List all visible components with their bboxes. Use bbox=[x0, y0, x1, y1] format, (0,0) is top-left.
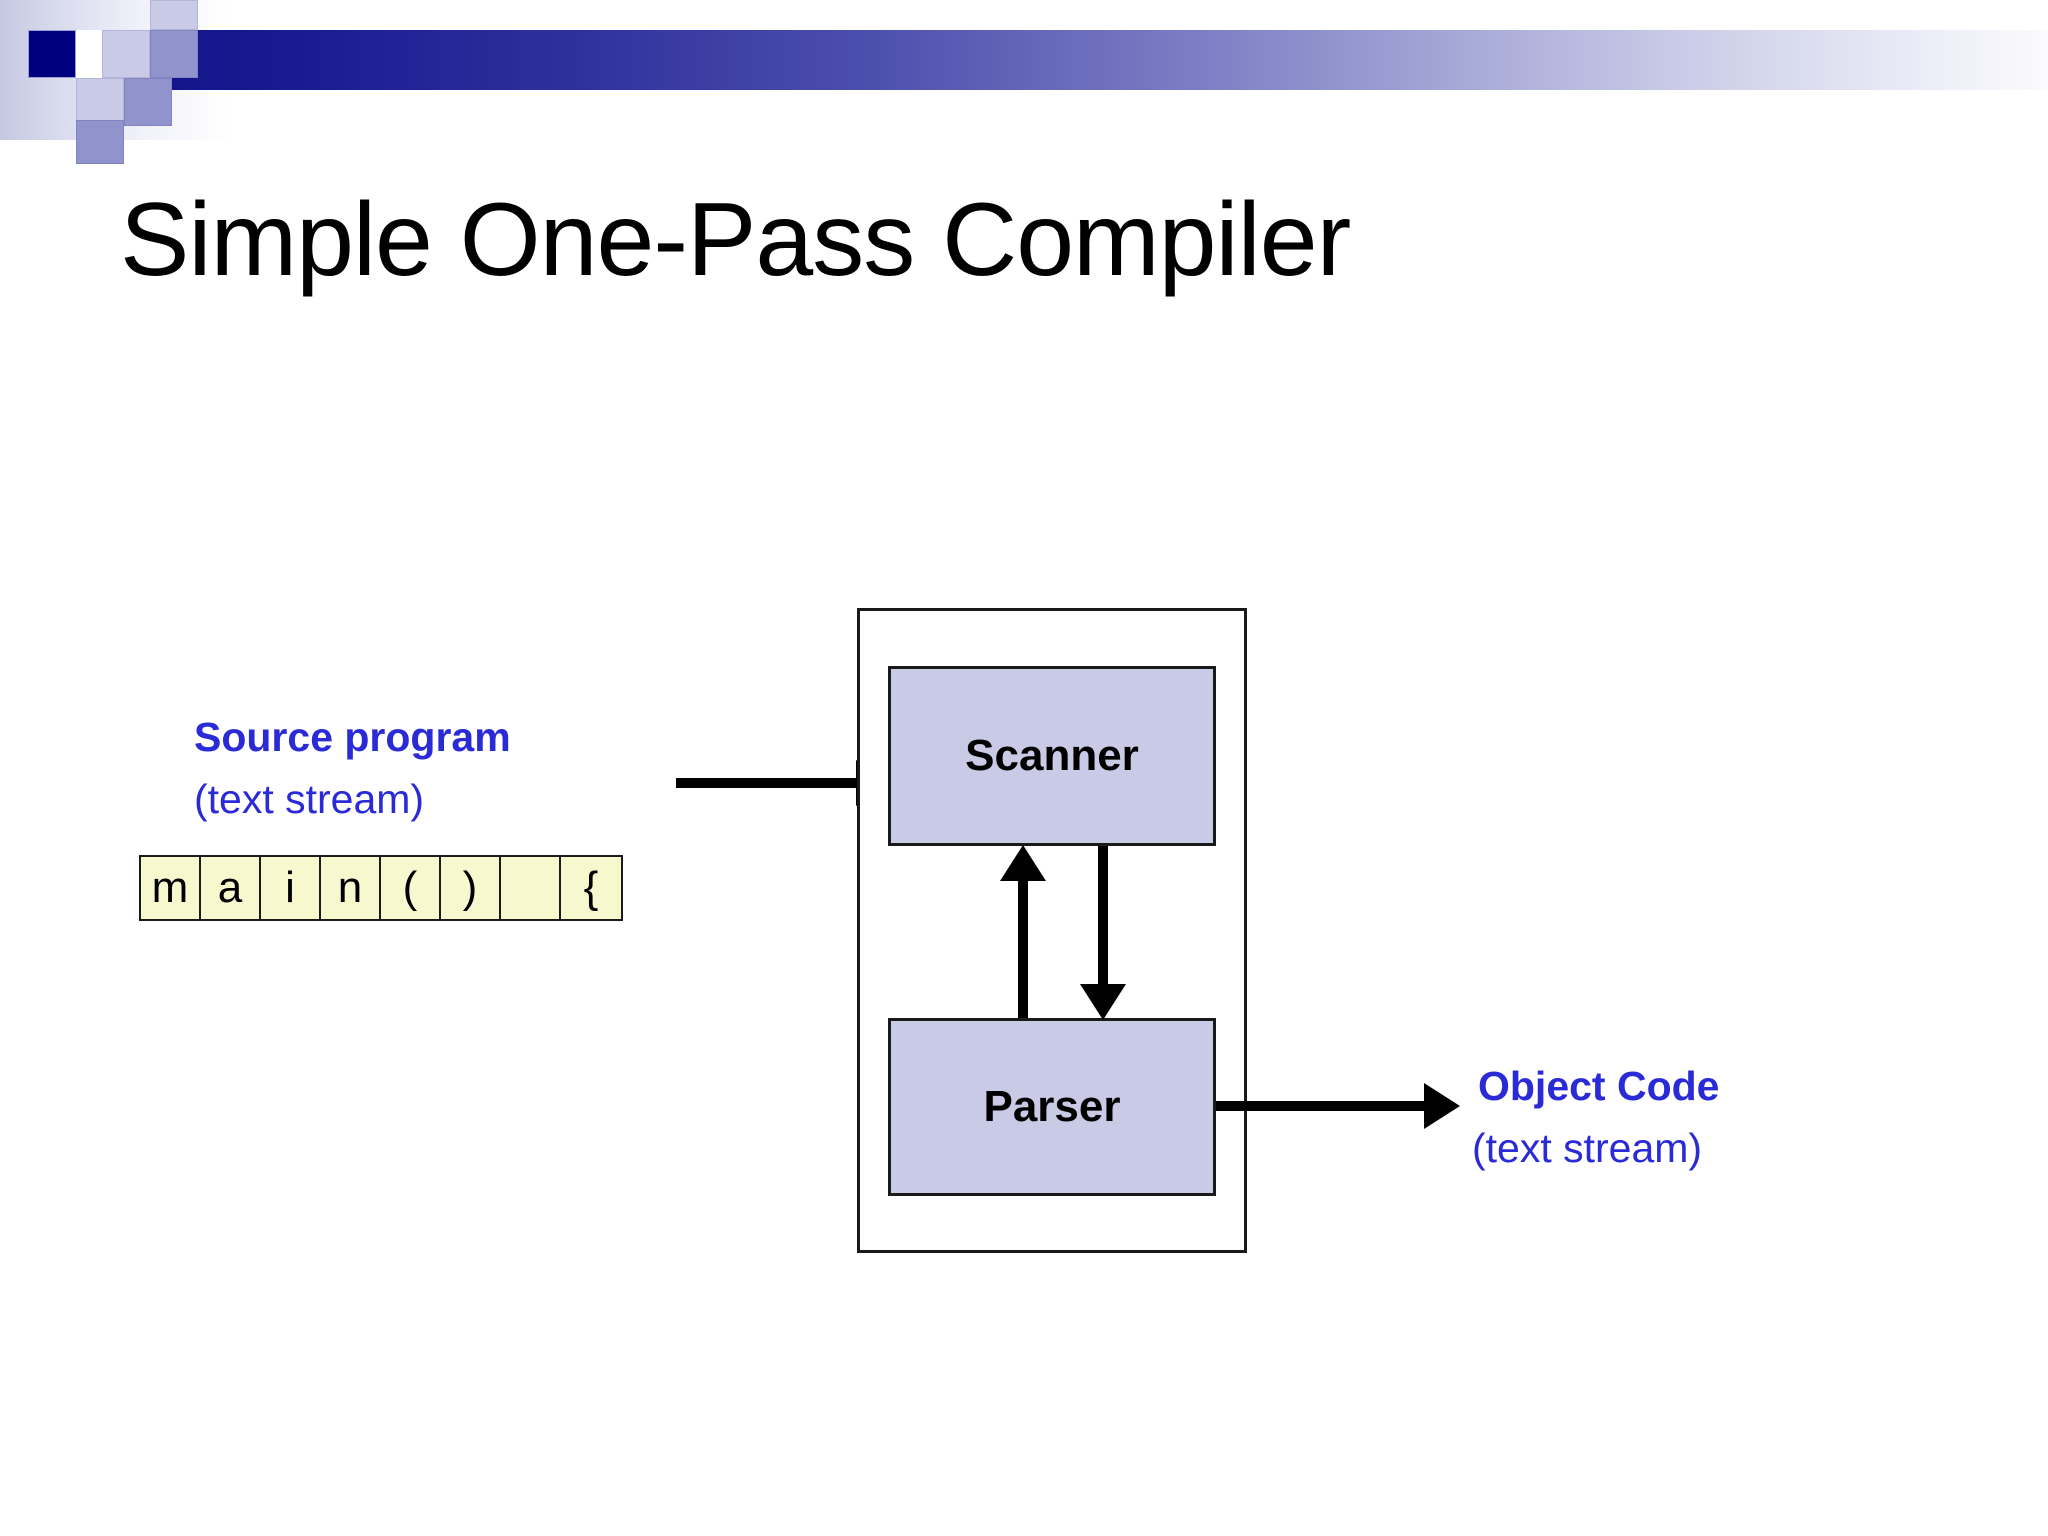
parser-to-scanner-arrow-head bbox=[1000, 845, 1046, 881]
header-gradient-bar bbox=[150, 30, 2048, 90]
token-cell: { bbox=[561, 857, 621, 919]
object-code-label: Object Code bbox=[1478, 1063, 1720, 1109]
parser-to-scanner-arrow-line bbox=[1018, 877, 1028, 1018]
square-mid-row2 bbox=[124, 78, 172, 126]
output-arrow-line bbox=[1216, 1101, 1438, 1111]
scanner-box[interactable]: Scanner bbox=[888, 666, 1216, 846]
square-gap-white bbox=[76, 30, 102, 78]
header-decoration bbox=[0, 0, 2048, 164]
page-title: Simple One-Pass Compiler bbox=[120, 182, 1351, 298]
scanner-to-parser-arrow-head bbox=[1080, 984, 1126, 1020]
source-token-strip: m a i n ( ) { bbox=[139, 855, 623, 921]
token-cell: m bbox=[141, 857, 201, 919]
object-code-sublabel: (text stream) bbox=[1472, 1125, 1703, 1171]
square-light-top bbox=[102, 30, 150, 78]
token-cell: n bbox=[321, 857, 381, 919]
token-cell: i bbox=[261, 857, 321, 919]
token-cell: a bbox=[201, 857, 261, 919]
input-arrow-line bbox=[676, 778, 888, 788]
square-mid-top bbox=[150, 30, 198, 78]
source-program-sublabel: (text stream) bbox=[194, 776, 425, 822]
scanner-to-parser-arrow-line bbox=[1098, 846, 1108, 986]
parser-box[interactable]: Parser bbox=[888, 1018, 1216, 1196]
output-arrow-head bbox=[1424, 1083, 1460, 1129]
token-cell: ( bbox=[381, 857, 441, 919]
token-cell: ) bbox=[441, 857, 501, 919]
square-light-tall-top bbox=[150, 0, 198, 30]
source-program-label: Source program bbox=[194, 714, 511, 760]
square-mid-row3 bbox=[76, 120, 124, 164]
square-dark-navy bbox=[28, 30, 76, 78]
token-cell bbox=[501, 857, 561, 919]
